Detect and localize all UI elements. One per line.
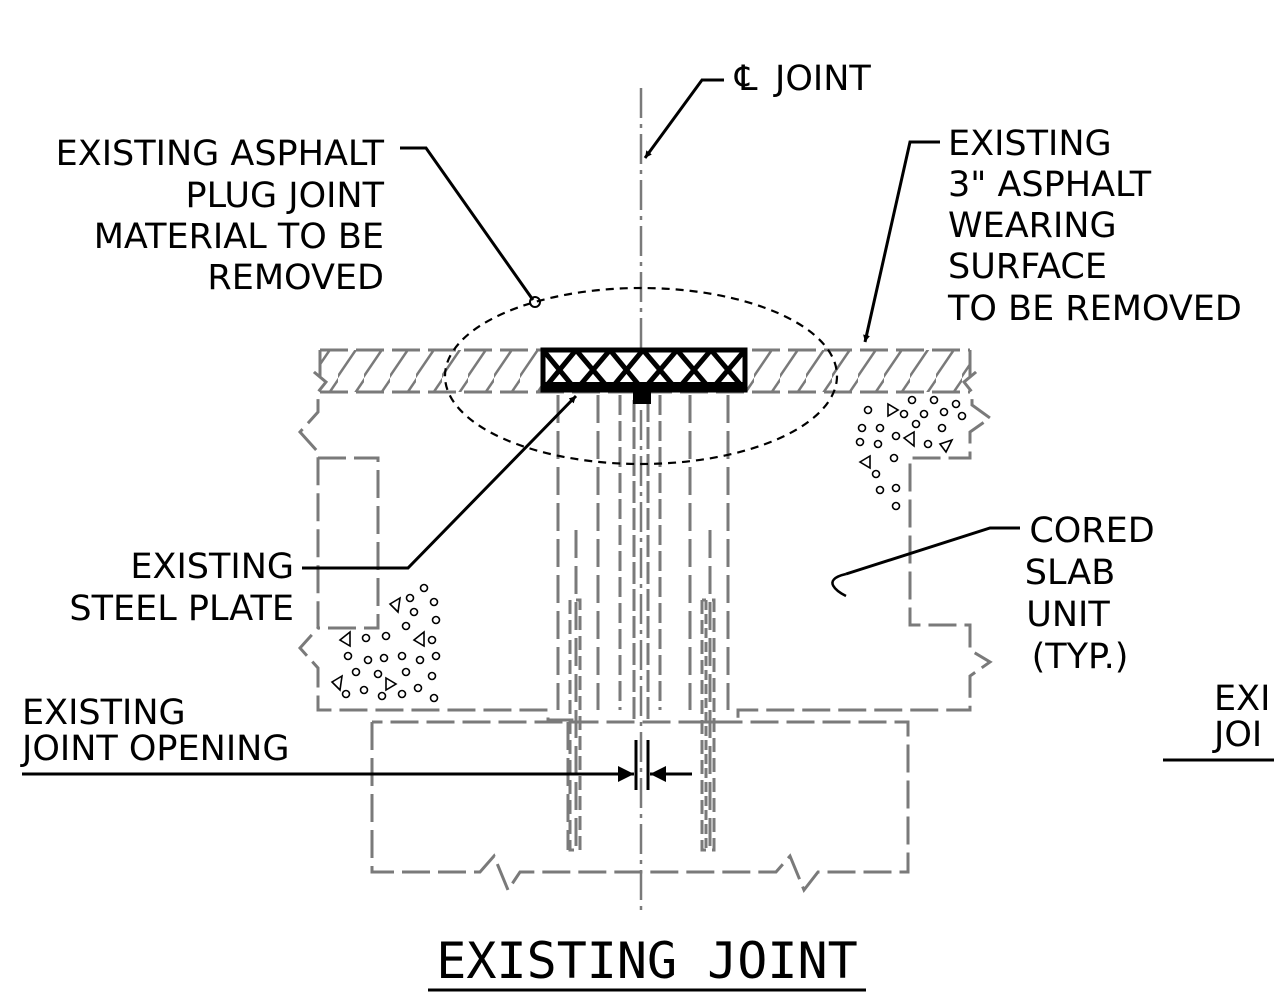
label-line: WEARING [948,206,1117,246]
asphalt-plug-label: EXISTING ASPHALT PLUG JOINT MATERIAL TO … [56,134,385,298]
label-line: MATERIAL TO BE [94,217,384,257]
label-line: SURFACE [948,247,1107,287]
label-line: 3" ASPHALT [948,165,1152,205]
cored-slab-label: CORED SLAB UNIT (TYP.) [1025,511,1155,677]
label-line: SLAB [1025,553,1115,593]
label-line: EXI [1214,679,1270,719]
label-line: REMOVED [207,258,384,298]
label-line: EXISTING [948,124,1112,164]
label-line: EXISTING [130,547,294,587]
centerline-symbol: ℄ [734,59,758,99]
label-line: PLUG JOINT [186,176,385,216]
leaders [22,78,1274,790]
label-line: STEEL PLATE [69,589,294,629]
right-slab-unit [646,350,993,852]
wearing-surface-label: EXISTING 3" ASPHALT WEARING SURFACE TO B… [947,124,1242,329]
label-line: JOI [1212,715,1262,755]
joint-opening-label: EXISTING JOINT OPENING [20,693,289,769]
centerline-label: ℄ JOINT [734,59,871,99]
substructure [370,720,910,894]
label-line: (TYP.) [1032,637,1129,677]
label-line: EXISTING [22,693,186,733]
steel-plate [540,347,748,404]
left-slab-unit [297,350,636,852]
label-line: TO BE REMOVED [947,289,1242,329]
steel-plate-label: EXISTING STEEL PLATE [69,547,294,629]
plug-joint-extent [443,286,839,466]
label-line: EXISTING ASPHALT [56,134,385,174]
centerline-text: JOINT [773,59,871,99]
label-line: JOINT OPENING [20,729,289,769]
label-line: UNIT [1026,595,1110,635]
cut-off-label-right: EXI JOI [1212,679,1270,755]
label-line: CORED [1029,511,1154,551]
aggregate-symbols [330,395,967,703]
drawing-title: EXISTING JOINT [436,932,857,990]
